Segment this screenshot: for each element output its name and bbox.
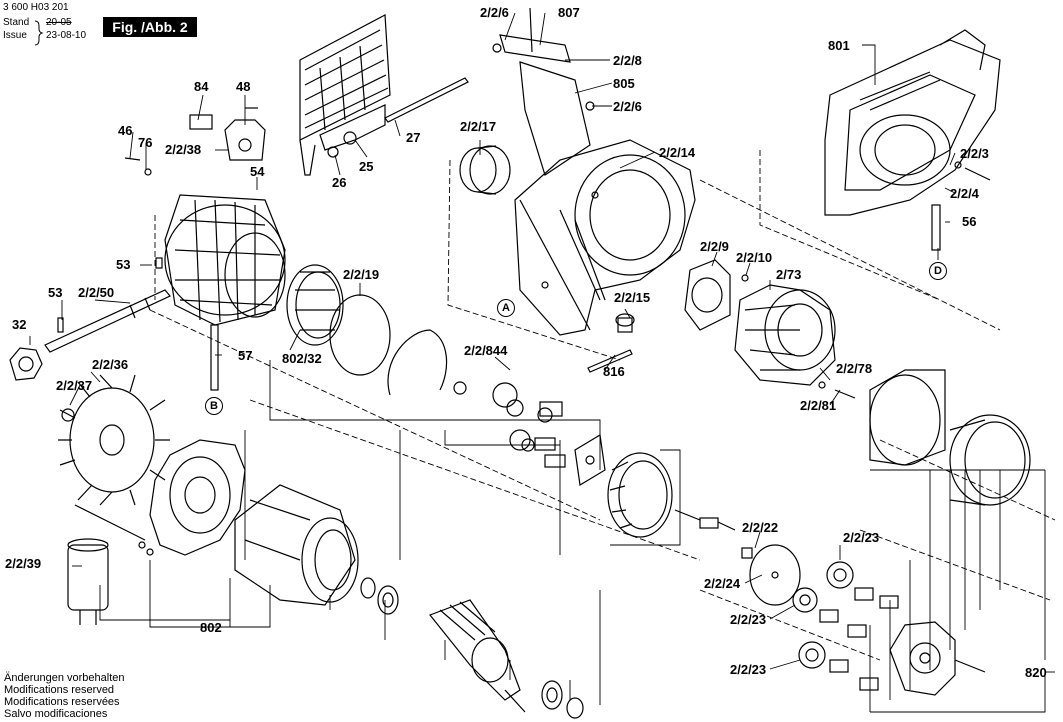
issue-date: 23-08-10 — [46, 30, 87, 41]
callout-2-2-8: 2/2/8 — [613, 53, 642, 68]
callout-27: 27 — [406, 130, 421, 145]
stand-label: Stand — [3, 17, 30, 28]
callout-76: 76 — [138, 135, 153, 150]
callout-46: 46 — [118, 123, 133, 138]
callout-2-2-14: 2/2/14 — [659, 145, 696, 160]
footer-line-de: Änderungen vorbehalten — [4, 672, 125, 684]
callout-57: 57 — [238, 348, 253, 363]
callout-2-2-19: 2/2/19 — [343, 267, 380, 282]
callout-84: 84 — [194, 79, 209, 94]
callout-54: 54 — [250, 164, 265, 179]
callout-816: 816 — [603, 364, 625, 379]
callout-26: 26 — [332, 175, 347, 190]
callout-2-2-17: 2/2/17 — [460, 119, 497, 134]
callout-2-2-24: 2/2/24 — [704, 576, 741, 591]
callout-48: 48 — [236, 79, 251, 94]
footer-line-en: Modifications reserved — [4, 684, 115, 696]
callout-32: 32 — [12, 317, 27, 332]
callout-2-2-6-top: 2/2/6 — [480, 5, 509, 20]
callout-2-2-36: 2/2/36 — [92, 357, 129, 372]
callout-2-2-10: 2/2/10 — [736, 250, 773, 265]
issue-label: Issue — [3, 30, 27, 41]
callout-2-2-38: 2/2/38 — [165, 142, 202, 157]
footer-line-fr: Modifications reservées — [4, 696, 120, 708]
callout-53-upper: 53 — [116, 257, 131, 272]
callout-2-2-22: 2/2/22 — [742, 520, 779, 535]
callout-2-2-6: 2/2/6 — [613, 99, 642, 114]
callout-2-2-9: 2/2/9 — [700, 239, 729, 254]
callout-2-2-39: 2/2/39 — [5, 556, 42, 571]
footer-line-es: Salvo modificaciones — [4, 708, 108, 720]
callout-25: 25 — [359, 159, 374, 174]
callout-807: 807 — [558, 5, 580, 20]
callout-2-2-23-bottom: 2/2/23 — [730, 662, 767, 677]
callout-2-2-4: 2/2/4 — [950, 186, 979, 201]
callout-53-lower: 53 — [48, 285, 63, 300]
callout-56: 56 — [962, 214, 977, 229]
callout-802-32: 802/32 — [282, 351, 322, 366]
callout-2-2-50: 2/2/50 — [78, 285, 115, 300]
callout-2-2-78: 2/2/78 — [836, 361, 873, 376]
marker-b: B — [205, 397, 223, 415]
callout-820: 820 — [1025, 665, 1047, 680]
marker-d: D — [929, 262, 947, 280]
callout-801: 801 — [828, 38, 850, 53]
callout-2-2-3: 2/2/3 — [960, 146, 989, 161]
callout-2-2-23-mid: 2/2/23 — [730, 612, 767, 627]
callout-2-2-15: 2/2/15 — [614, 290, 651, 305]
figure-title: Fig. /Abb. 2 — [103, 17, 197, 37]
marker-a: A — [497, 299, 515, 317]
stand-date: 20-05 — [46, 17, 72, 28]
doc-number: 3 600 H03 201 — [3, 2, 69, 13]
callout-2-73: 2/73 — [776, 267, 802, 282]
callout-805: 805 — [613, 76, 635, 91]
callout-802: 802 — [200, 620, 222, 635]
callout-2-2-844: 2/2/844 — [464, 343, 508, 358]
callout-2-2-37: 2/2/37 — [56, 378, 93, 393]
callout-2-2-23-top: 2/2/23 — [843, 530, 880, 545]
callout-2-2-81: 2/2/81 — [800, 398, 837, 413]
